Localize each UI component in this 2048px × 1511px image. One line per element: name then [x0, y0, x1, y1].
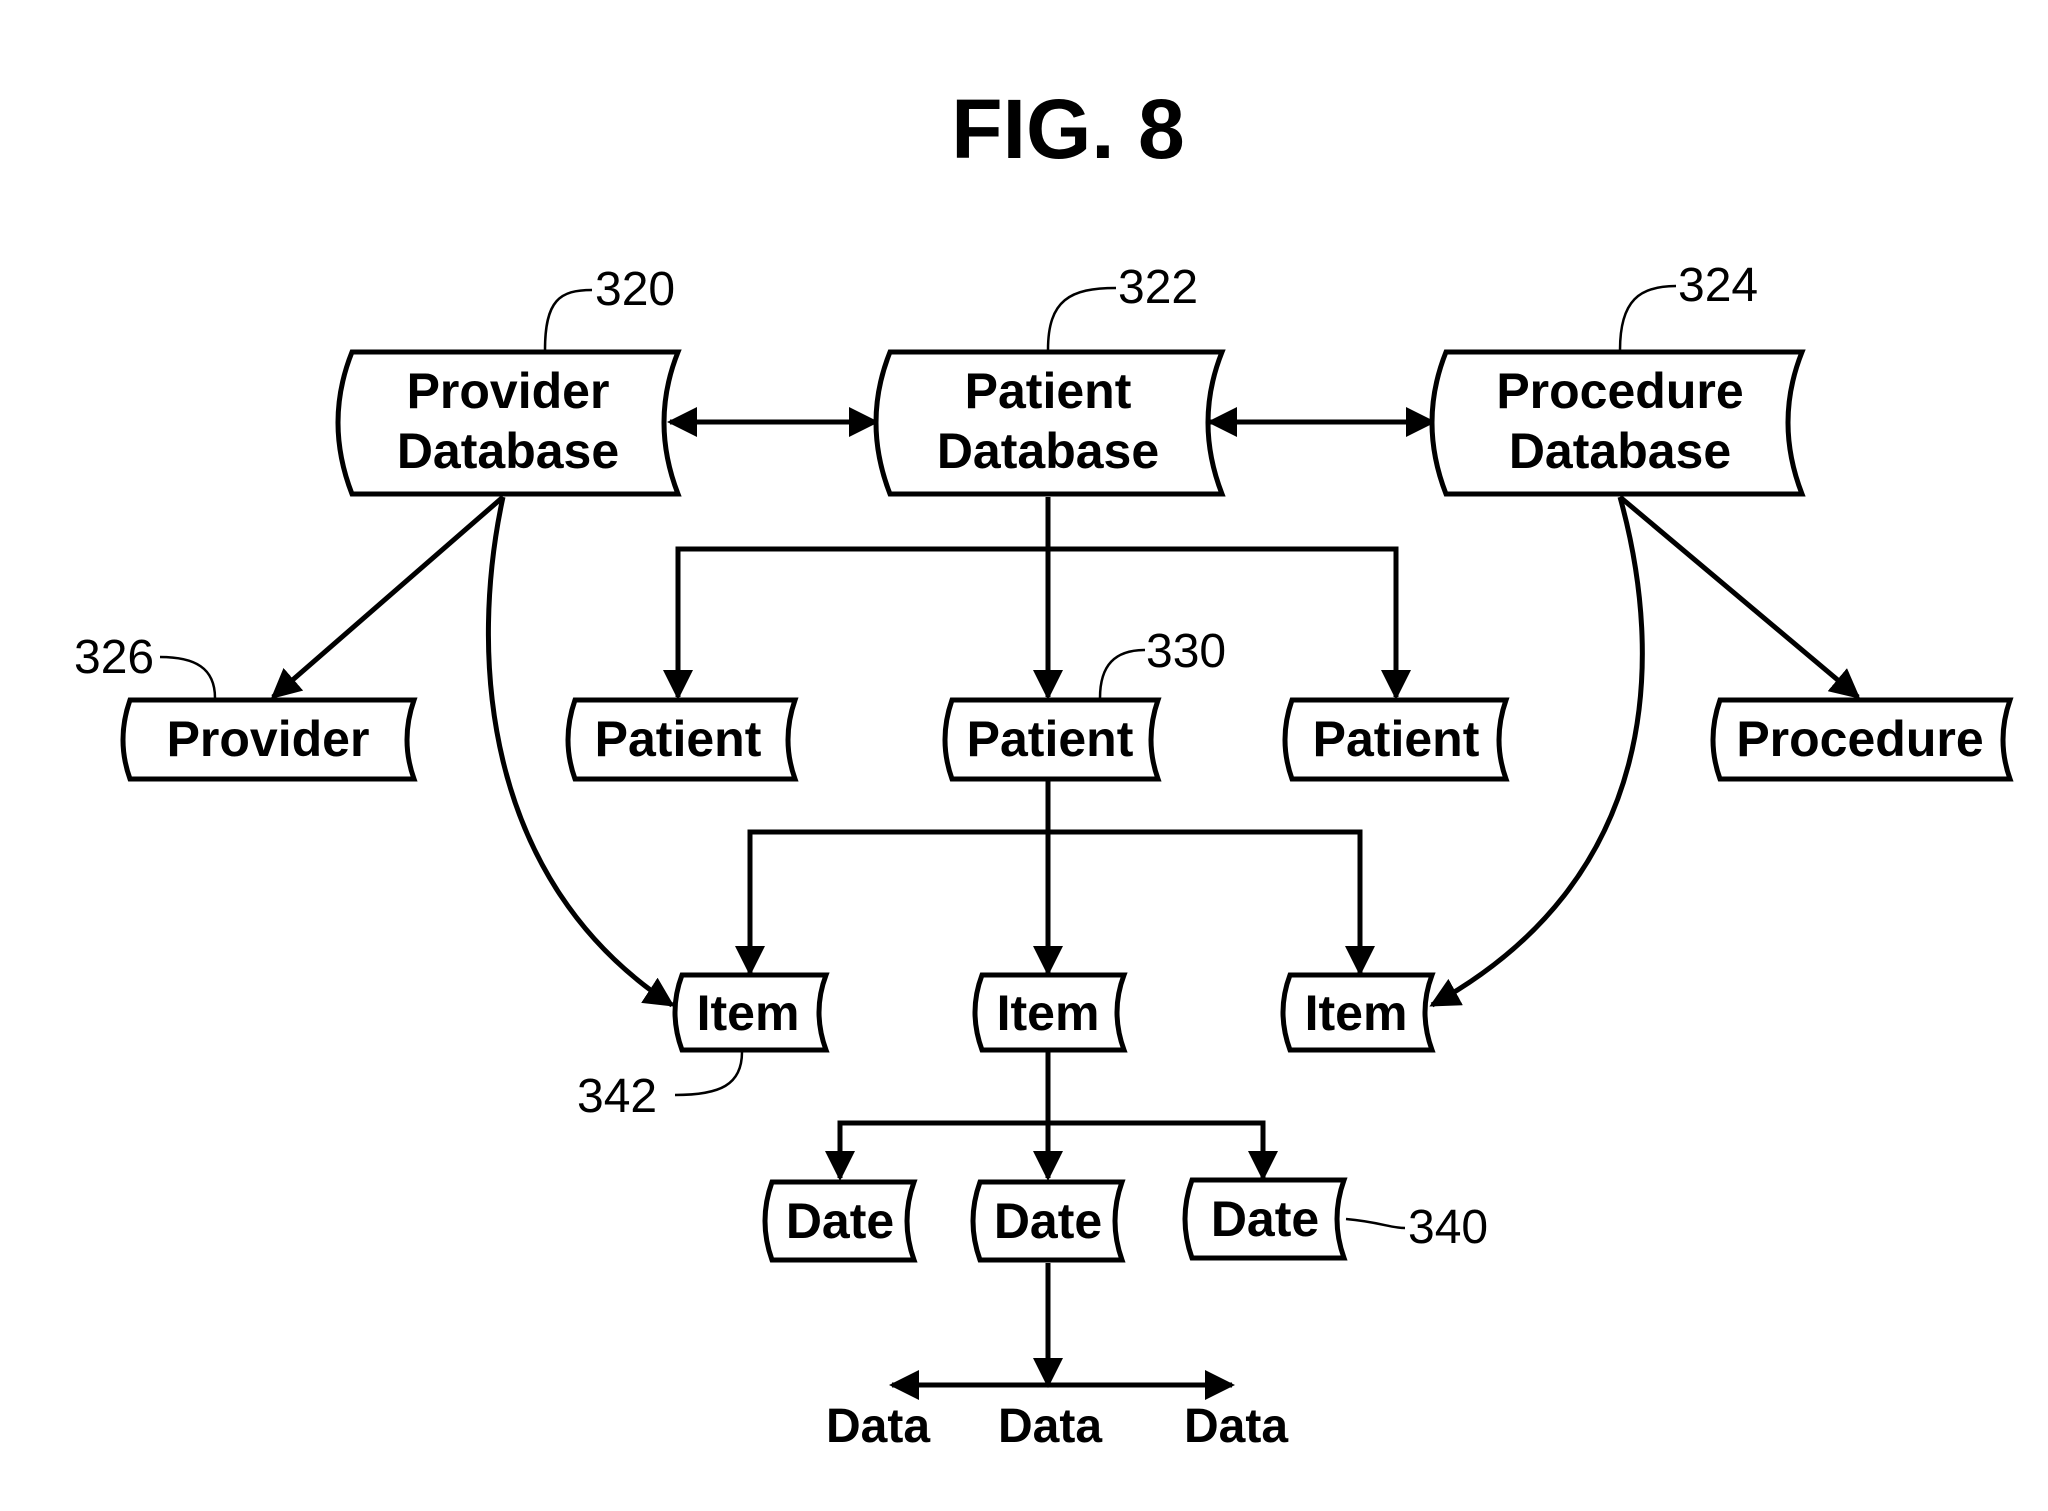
- arrow-procedure-db-to-procedure: [1620, 497, 1858, 697]
- leader-342: [675, 1052, 742, 1095]
- patient-node-1: Patient: [568, 700, 795, 779]
- ref-326: 326: [74, 631, 154, 684]
- item-node-1: Item: [675, 975, 826, 1050]
- patient-label-2: Patient: [967, 711, 1134, 767]
- patient-node-2: Patient: [945, 700, 1158, 779]
- ref-320: 320: [595, 263, 675, 316]
- patient-database-node: Patient Database: [876, 352, 1222, 494]
- procedure-database-line2: Database: [1509, 423, 1731, 479]
- branch-item: [840, 1123, 1263, 1178]
- patient-label-1: Patient: [595, 711, 762, 767]
- ref-322: 322: [1118, 261, 1198, 314]
- branch-patient: [750, 832, 1360, 973]
- ref-340: 340: [1408, 1201, 1488, 1254]
- item-label-1: Item: [697, 985, 800, 1041]
- provider-database-line2: Database: [397, 423, 619, 479]
- item-node-3: Item: [1283, 975, 1432, 1050]
- procedure-label: Procedure: [1736, 711, 1983, 767]
- date-label-2: Date: [994, 1193, 1102, 1249]
- date-node-1: Date: [765, 1182, 914, 1260]
- date-label-3: Date: [1211, 1191, 1319, 1247]
- item-label-2: Item: [997, 985, 1100, 1041]
- leader-326: [160, 657, 215, 698]
- ref-342: 342: [577, 1070, 657, 1123]
- leader-320: [545, 290, 592, 350]
- patient-node-3: Patient: [1285, 700, 1506, 779]
- patient-label-3: Patient: [1313, 711, 1480, 767]
- date-label-1: Date: [786, 1193, 894, 1249]
- provider-database-node: Provider Database: [338, 352, 678, 494]
- provider-database-line1: Provider: [407, 363, 610, 419]
- patient-database-line1: Patient: [965, 363, 1132, 419]
- branch-patient-db: [678, 549, 1396, 697]
- item-node-2: Item: [975, 975, 1124, 1050]
- figure-title: FIG. 8: [951, 82, 1184, 176]
- provider-node: Provider: [123, 700, 414, 779]
- leader-322: [1048, 288, 1116, 350]
- ref-324: 324: [1678, 259, 1758, 312]
- date-node-3: Date: [1185, 1180, 1344, 1258]
- data-label-2: Data: [998, 1400, 1102, 1453]
- arrow-provider-db-to-provider: [273, 497, 503, 697]
- data-label-3: Data: [1184, 1400, 1288, 1453]
- date-node-2: Date: [973, 1182, 1122, 1260]
- procedure-database-node: Procedure Database: [1432, 352, 1802, 494]
- patient-database-line2: Database: [937, 423, 1159, 479]
- leader-324: [1620, 286, 1676, 350]
- ref-330: 330: [1146, 625, 1226, 678]
- procedure-node: Procedure: [1713, 700, 2010, 779]
- data-label-1: Data: [826, 1400, 930, 1453]
- leader-340: [1346, 1219, 1405, 1228]
- item-label-3: Item: [1305, 985, 1408, 1041]
- procedure-database-line1: Procedure: [1496, 363, 1743, 419]
- provider-label: Provider: [167, 711, 370, 767]
- leader-330: [1100, 650, 1145, 698]
